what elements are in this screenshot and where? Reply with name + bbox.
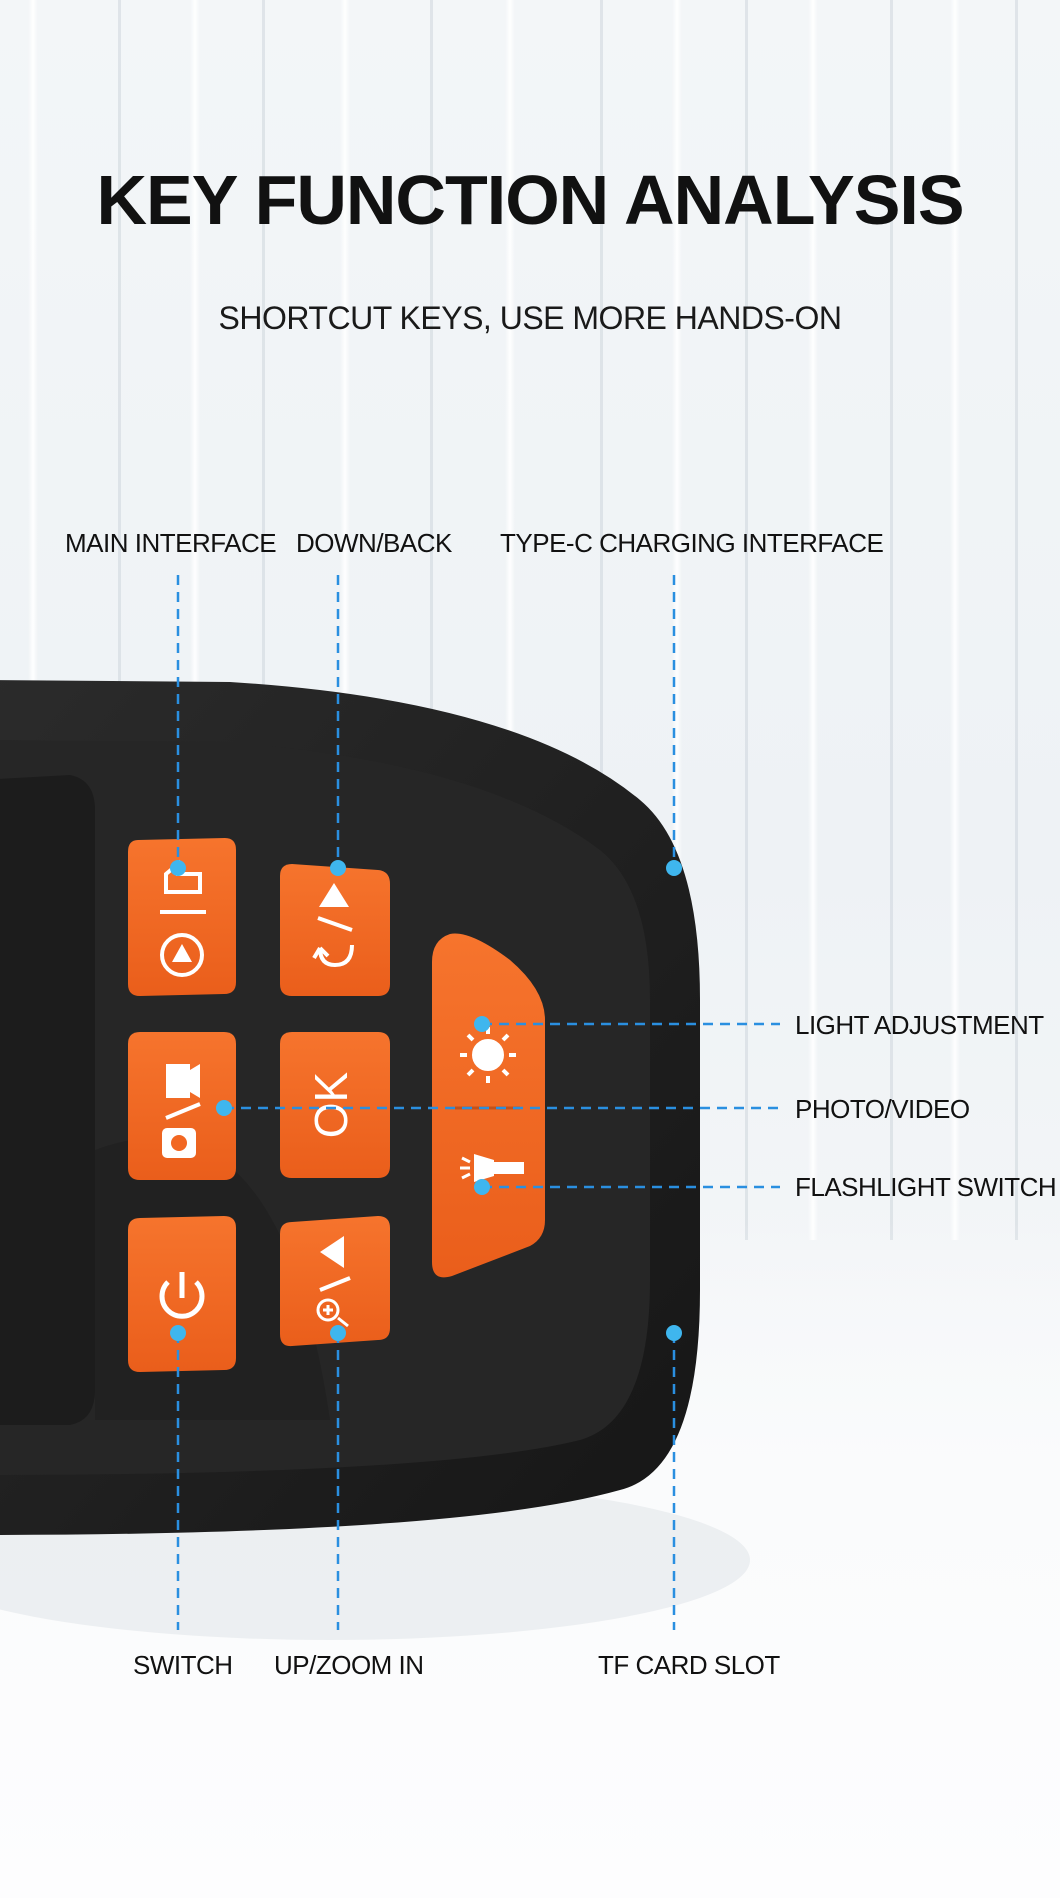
background-stripe [745,0,748,1240]
power-button[interactable] [128,1216,236,1372]
background-stripe [505,0,515,1240]
up-icon [320,1236,344,1268]
down-icon [319,883,349,907]
background-stripe [890,0,893,1240]
background-stripe [340,0,350,1240]
label-photo-video: PHOTO/VIDEO [795,1094,970,1124]
page-title: KEY FUNCTION ANALYSIS [96,161,964,239]
light-flashlight-button[interactable] [432,933,545,1278]
background-stripe [950,0,960,1240]
background-stripe [190,0,200,1240]
background-stripe [430,0,433,1240]
page-subtitle: SHORTCUT KEYS, USE MORE HANDS-ON [218,300,842,336]
callout-dot [170,1325,186,1341]
callout-dot [170,860,186,876]
divider-slash [319,1276,351,1292]
callout-dot [474,1179,490,1195]
background-stripe [1015,0,1018,1240]
label-main-interface: MAIN INTERFACE [65,528,277,558]
down-back-button[interactable] [280,864,390,996]
label-light-adjustment: LIGHT ADJUSTMENT [795,1010,1044,1040]
label-switch: SWITCH [133,1650,233,1680]
photo-video-button[interactable] [128,1032,236,1180]
back-icon [312,944,354,968]
power-icon [159,1272,205,1319]
ok-button-label: OK [305,1071,357,1138]
background-stripe [672,0,682,1240]
label-tf-card-slot: TF CARD SLOT [598,1650,780,1680]
label-up-zoom-in: UP/ZOOM IN [274,1650,424,1680]
label-flashlight-switch: FLASHLIGHT SWITCH [795,1172,1057,1202]
ok-button[interactable]: OK [280,1032,390,1178]
background-stripe [808,0,818,1240]
flashlight-icon [460,1154,524,1182]
zoom-in-icon [316,1298,349,1328]
label-down-back: DOWN/BACK [296,528,452,558]
sun-icon [460,1027,516,1083]
main-interface-button[interactable] [128,838,236,996]
device-screen-edge [0,775,95,1425]
play-icon [160,933,204,977]
callout-dot [216,1100,232,1116]
divider-slash [165,1102,201,1120]
camera-icon [162,1128,196,1158]
background-stripe [262,0,265,1240]
up-zoom-in-button[interactable] [280,1216,390,1347]
callout-dot [330,1325,346,1341]
background-stripe [600,0,603,1240]
background-stripe [118,0,121,1240]
callout-dot [330,860,346,876]
callout-dot [666,1325,682,1341]
video-icon [166,1064,200,1098]
label-type-c: TYPE-C CHARGING INTERFACE [500,528,884,558]
callout-dot [474,1016,490,1032]
callout-dot [666,860,682,876]
divider-slash [317,916,353,932]
background-stripe [28,0,38,1240]
